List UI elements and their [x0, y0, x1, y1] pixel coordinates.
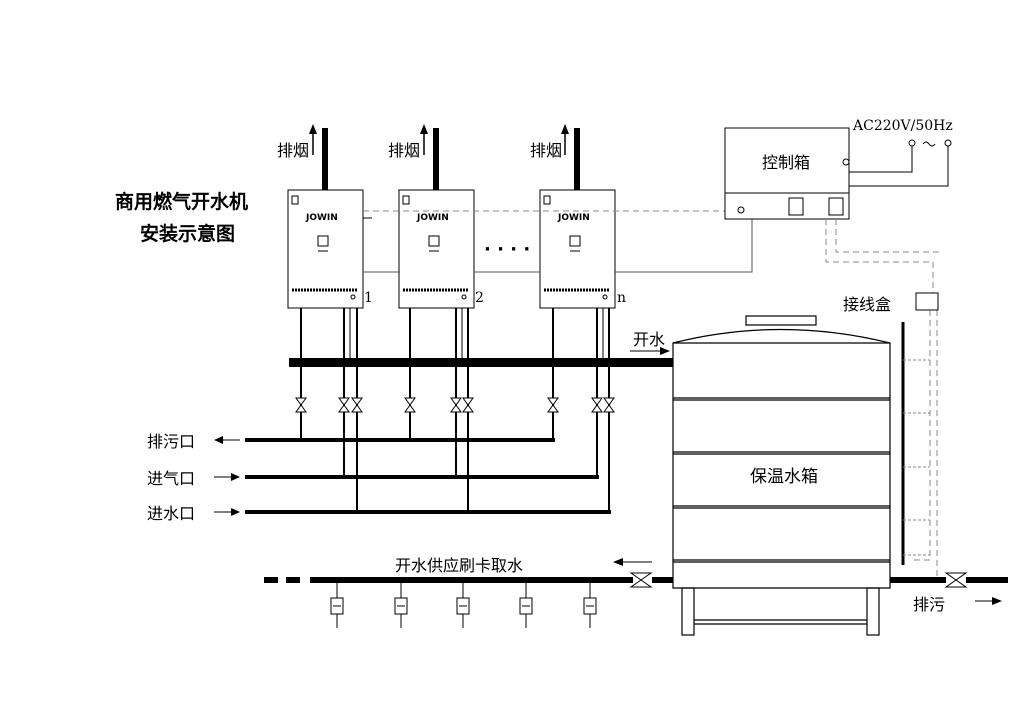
drain-outlet-label: 排污口: [147, 432, 195, 451]
control-box-label: 控制箱: [762, 153, 810, 172]
chimney-1: [309, 124, 328, 190]
heater-1-exhaust-label: 排烟: [277, 141, 309, 160]
heater-thin-connectors: [349, 308, 604, 362]
tank-stand: [681, 587, 880, 636]
heater-unit-n: [539, 189, 616, 309]
junction-box-label: 接线盒: [843, 295, 891, 314]
heater-2-exhaust-label: 排烟: [388, 141, 420, 160]
water-header-pipe: [245, 510, 611, 514]
supply-pipe: [264, 577, 673, 583]
inline-valves: [295, 397, 615, 413]
card-dispensers: [330, 583, 597, 628]
chimney-n: [561, 124, 580, 190]
heater-2-brand: JOWIN: [416, 213, 449, 223]
power-wiring-thin: [363, 218, 753, 273]
heaters-ellipsis: · · · ·: [484, 239, 530, 260]
heater-unit-1: [287, 189, 372, 309]
heater-2-number: 2: [475, 290, 484, 306]
heater-1-brand: JOWIN: [305, 213, 338, 223]
chimney-2: [420, 124, 439, 190]
supply-flow-arrow: [613, 558, 652, 566]
drain-outlet-arrow: [214, 436, 240, 444]
insulated-tank: [672, 315, 891, 589]
hot-water-main-pipe: [289, 358, 677, 367]
junction-box: [915, 292, 939, 311]
level-sensor-rail: [901, 322, 930, 565]
diagram-title-line1: 商用燃气开水机: [115, 190, 248, 213]
supply-valve: [629, 572, 653, 588]
water-inlet-arrow: [214, 508, 240, 516]
power-spec-label: AC220V/50Hz: [852, 118, 953, 134]
heater-n-brand: JOWIN: [557, 213, 590, 223]
hot-water-arrow: [630, 347, 670, 355]
gas-inlet-label: 进气口: [147, 469, 195, 488]
tank-label: 保温水箱: [750, 467, 818, 487]
gas-header-pipe: [245, 475, 599, 479]
heater-unit-2: [398, 189, 475, 309]
water-inlet-label: 进水口: [147, 504, 195, 523]
hot-water-label: 开水: [633, 330, 665, 349]
heater-1-number: 1: [364, 290, 373, 306]
heater-n-number: n: [617, 290, 626, 306]
heater-n-exhaust-label: 排烟: [530, 141, 562, 160]
supply-label: 开水供应刷卡取水: [395, 556, 523, 575]
power-feed: [849, 139, 952, 187]
tank-drain-arrow: [975, 597, 1002, 605]
drain-header-pipe: [245, 438, 555, 442]
junction-wiring-dashed: [825, 219, 943, 578]
tank-drain-pipe: [890, 577, 1008, 583]
gas-inlet-arrow: [214, 473, 240, 481]
tank-drain-label: 排污: [913, 595, 945, 614]
diagram-title-line2: 安装示意图: [140, 222, 235, 245]
control-box: [724, 127, 850, 220]
tank-drain-valve: [944, 572, 968, 588]
